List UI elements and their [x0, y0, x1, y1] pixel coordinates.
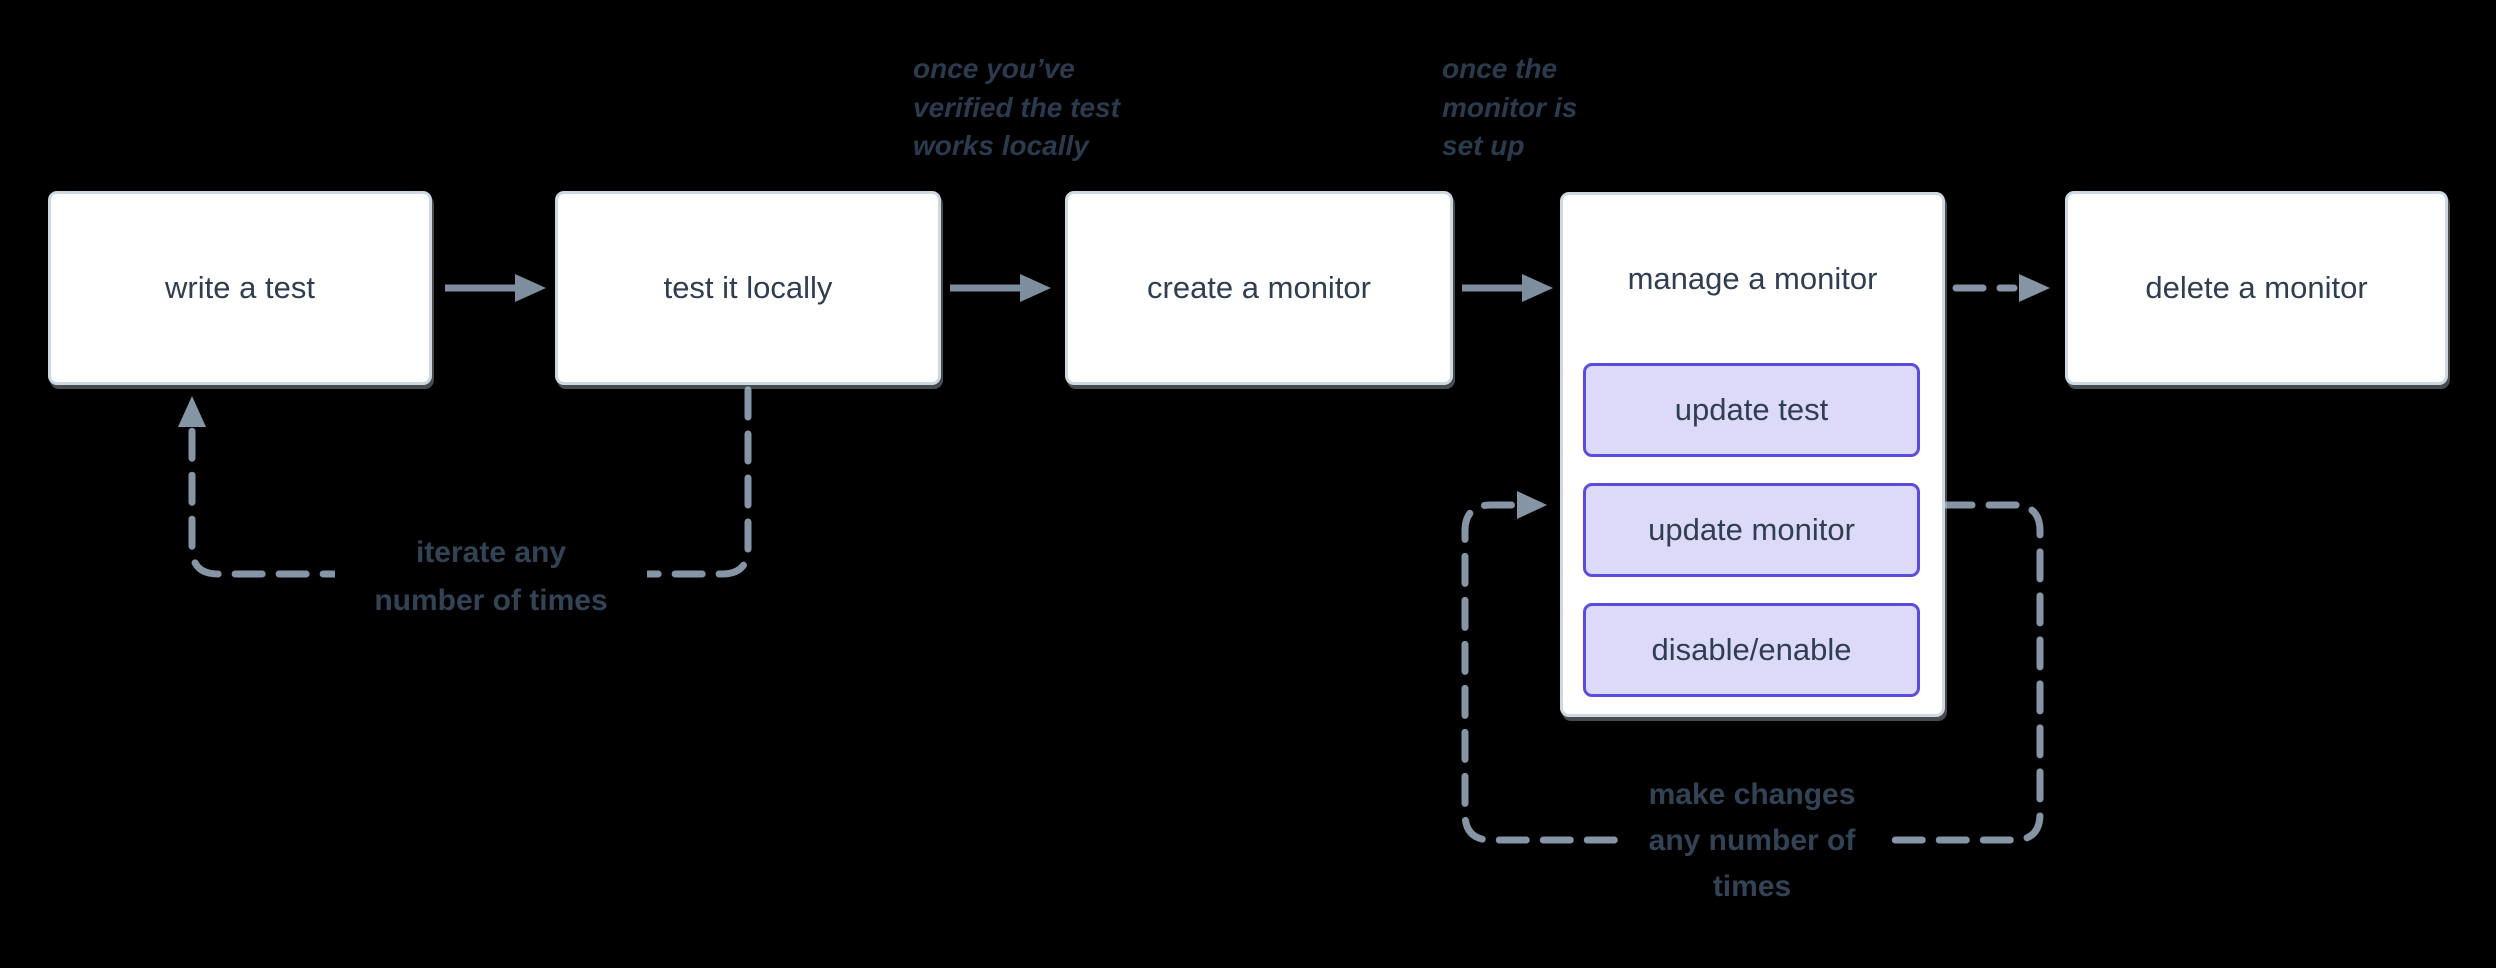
annotation-once-verified-line1: once you’ve — [913, 53, 1075, 84]
arrowhead-write-to-test-icon — [515, 274, 546, 302]
loop-label-iterate-line2: number of times — [374, 584, 608, 617]
node-test-it-locally-label: test it locally — [663, 270, 833, 305]
node-write-a-test: write a test — [48, 191, 432, 385]
loop-label-iterate-line1: iterate any — [415, 536, 567, 569]
annotation-once-verified-line3: works locally — [913, 130, 1089, 161]
subnode-disable-enable-label: disable/enable — [1651, 632, 1852, 667]
node-create-a-monitor: create a monitor — [1065, 191, 1453, 385]
node-manage-a-monitor-label: manage a monitor — [1627, 261, 1878, 296]
arrowhead-manage-to-delete-icon — [2019, 274, 2050, 302]
node-delete-a-monitor-label: delete a monitor — [2145, 270, 2368, 305]
subnode-update-test: update test — [1583, 363, 1920, 457]
subnode-update-monitor: update monitor — [1583, 483, 1920, 577]
loop-manage-changes — [1461, 501, 2044, 844]
annotation-once-set-up-line2: monitor is — [1442, 91, 1578, 123]
annotation-once-verified-line2: verified the test — [913, 91, 1120, 123]
node-manage-a-monitor: manage a monitor update test update moni… — [1560, 192, 1945, 717]
loop-label-make-changes-line2: any number of — [1648, 824, 1856, 857]
annotation-once-set-up-line3: set up — [1442, 130, 1525, 161]
subnode-disable-enable: disable/enable — [1583, 603, 1920, 697]
node-test-it-locally: test it locally — [555, 191, 941, 385]
subnode-update-monitor-label: update monitor — [1648, 512, 1855, 547]
arrowhead-loop-iterate-icon — [178, 396, 206, 427]
loop-label-make-changes-line1: make changes — [1648, 778, 1856, 811]
loop-label-iterate: iterate any number of times — [335, 529, 647, 625]
annotation-once-verified: once you’ve verified the test works loca… — [913, 50, 1120, 166]
annotation-once-set-up-line1: once the — [1442, 53, 1558, 84]
arrowhead-loop-make-changes-icon — [1517, 491, 1547, 519]
arrowhead-create-to-manage-icon — [1522, 274, 1553, 302]
node-create-a-monitor-label: create a monitor — [1147, 270, 1371, 305]
subnode-update-test-label: update test — [1674, 392, 1829, 427]
node-delete-a-monitor: delete a monitor — [2065, 191, 2448, 385]
annotation-once-set-up: once the monitor is set up — [1442, 50, 1577, 166]
loop-label-make-changes-line3: times — [1712, 870, 1792, 903]
node-manage-a-monitor-title: manage a monitor — [1563, 195, 1942, 363]
node-write-a-test-label: write a test — [165, 270, 315, 305]
loop-label-make-changes: make changes any number of times — [1621, 772, 1883, 910]
arrowhead-test-to-create-icon — [1020, 274, 1051, 302]
